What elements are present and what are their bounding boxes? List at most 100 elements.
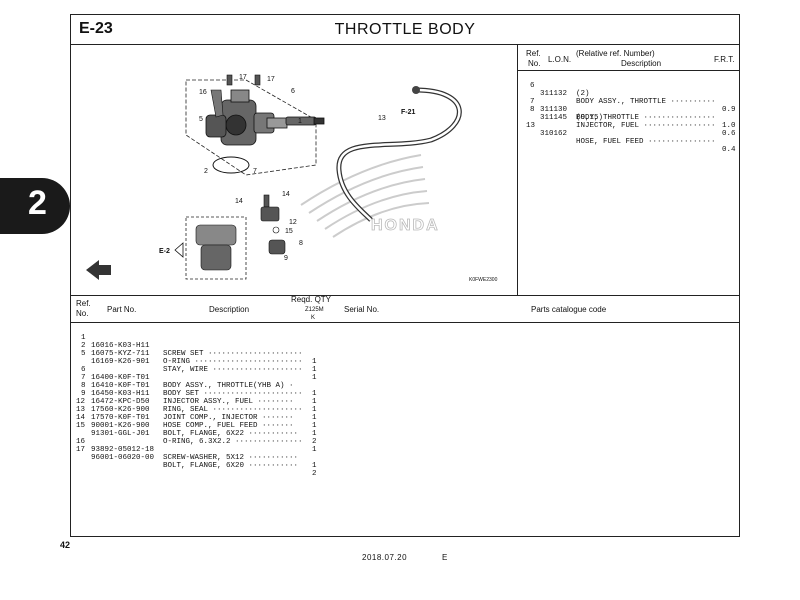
part-qty: 1 <box>312 422 317 430</box>
parts-header-description: Description <box>209 305 250 314</box>
callout-2: 2 <box>204 168 208 175</box>
ref-row-lon: 311145 <box>540 114 568 122</box>
ref-header-frt: F.R.T. <box>714 55 735 64</box>
stay-part <box>210 89 224 118</box>
part-ref: 9 <box>81 390 86 398</box>
table-row: 2 16075-KYZ-711 O-RING ·················… <box>71 334 739 382</box>
part-number: 16450-K03-H11 <box>91 390 150 398</box>
callout-16: 16 <box>199 89 207 96</box>
ref-row-ref: 6 <box>530 82 535 90</box>
part-qty: 1 <box>312 398 317 406</box>
callout-e2: E-2 <box>159 248 170 255</box>
part-qty: 2 <box>312 470 317 478</box>
part-qty: 1 <box>312 358 317 366</box>
parts-header-serial: Serial No. <box>344 305 380 314</box>
part-description: SCREW-WASHER, 5X12 ··········· <box>163 454 299 462</box>
callout-12: 12 <box>289 219 297 226</box>
part-number: 16016-K03-H11 <box>91 342 150 350</box>
footer-date: 2018.07.20 <box>362 553 408 562</box>
part-ref: 13 <box>76 406 86 414</box>
parts-header-model-sub: K <box>311 315 316 321</box>
part-qty: 1 <box>312 390 317 398</box>
part-ref: 5 <box>81 350 86 358</box>
part-qty: 1 <box>312 430 317 438</box>
part-number: 91301-GGL-J01 <box>91 430 150 438</box>
parts-table-header: Ref. No. Part No. Description Reqd. QTY … <box>71 295 739 323</box>
ref-row-lon: 310162 <box>540 130 568 138</box>
table-row: 5 16169-K26-901 STAY, WIRE ·············… <box>71 342 739 390</box>
fuel-hose-part <box>336 87 462 222</box>
callout-1: 1 <box>298 118 302 125</box>
callout-15: 15 <box>285 228 293 235</box>
callout-13: 13 <box>378 115 386 122</box>
ref-header-lon: L.O.N. <box>548 55 572 64</box>
part-ref: 8 <box>81 382 86 390</box>
ref-row-desc: BODY ASSY., THROTTLE ·········· <box>576 98 716 106</box>
ref-header-no: No. <box>528 59 541 68</box>
part-description: HOSE COMP., FUEL FEED ······· <box>163 422 294 430</box>
ref-row-desc: INJECTOR, FUEL ················ <box>576 122 716 130</box>
section-tab: 2 <box>0 178 70 234</box>
part-qty: 1 <box>312 462 317 470</box>
diagram-svg: HONDA <box>86 74 498 283</box>
parts-header-reqd-qty: Reqd. QTY <box>291 295 332 304</box>
intake-part <box>195 224 237 271</box>
part-number: 96001-06020-00 <box>91 454 155 462</box>
part-description: STAY, WIRE ···················· <box>163 366 303 374</box>
callout-5: 5 <box>199 116 203 123</box>
parts-header-catalogue: Parts catalogue code <box>531 305 607 314</box>
callout-14b: 14 <box>282 191 290 198</box>
table-row: 16 93892-05012-18 SCREW-WASHER, 5X12 ···… <box>71 430 739 478</box>
callout-6: 6 <box>291 88 295 95</box>
part-description: BODY ASSY., THROTTLE(YHB A) · <box>163 382 294 390</box>
callout-17b: 17 <box>267 76 275 83</box>
part-ref: 14 <box>76 414 86 422</box>
ref-row-ref: 8 <box>530 106 535 114</box>
page-header: E-23 THROTTLE BODY <box>71 15 739 45</box>
page-frame: E-23 THROTTLE BODY HONDA <box>70 14 740 537</box>
labor-reference-table: Ref. No. L.O.N. (Relative ref. Number) D… <box>518 45 739 295</box>
assembly-outline <box>185 79 317 176</box>
footer-edition: E <box>442 553 448 562</box>
parts-header-ref: Ref. <box>76 299 91 308</box>
ref-row-desc: (9,15) <box>576 114 604 122</box>
part-number: 16169-K26-901 <box>91 358 150 366</box>
callout-17a: 17 <box>239 74 247 81</box>
ref-row-lon: 311132 <box>540 90 568 98</box>
ref-row-desc: HOSE, FUEL FEED ··············· <box>576 138 716 146</box>
table-row: 9 16472-KPC-D50 RING, SEAL ·············… <box>71 382 739 430</box>
table-row: 14 90001-K26-900 BOLT, FLANGE, 6X22 ····… <box>71 406 739 454</box>
ref-row-frt: 1.0 <box>722 122 736 130</box>
injector-joint-part <box>260 206 286 255</box>
ref-row-ref: 13 <box>526 122 536 130</box>
front-arrow-icon <box>86 260 111 280</box>
part-qty: 1 <box>312 414 317 422</box>
ref-row: 7 311130 BODY, THROTTLE ················… <box>518 90 739 138</box>
part-description: BODY SET ······················ <box>163 390 303 398</box>
part-number: 16410-K0F-T01 <box>91 382 150 390</box>
part-ref: 6 <box>81 366 86 374</box>
honda-watermark: HONDA <box>371 217 440 234</box>
ref-row: 6 (2) <box>518 74 739 106</box>
part-description: INJECTOR ASSY., FUEL ········ <box>163 398 294 406</box>
ref-row: 13 310162 HOSE, FUEL FEED ··············… <box>518 114 739 162</box>
callout-8: 8 <box>299 240 303 247</box>
page-number: 42 <box>60 540 71 550</box>
part-ref: 15 <box>76 422 86 430</box>
part-description: BOLT, FLANGE, 6X20 ··········· <box>163 462 299 470</box>
part-description: JOINT COMP., INJECTOR ······· <box>163 414 294 422</box>
o-ring-part <box>212 156 250 174</box>
part-number: 93892-05012-18 <box>91 446 155 454</box>
ref-row-ref: 7 <box>530 98 535 106</box>
part-qty: 2 <box>312 438 317 446</box>
part-number: 16400-K0F-T01 <box>91 374 150 382</box>
part-qty: 1 <box>312 446 317 454</box>
part-ref: 7 <box>81 374 86 382</box>
injector-part <box>285 116 325 126</box>
ref-row-frt: 0.9 <box>722 106 736 114</box>
part-qty: 1 <box>312 406 317 414</box>
ref-header-description: Description <box>621 59 662 68</box>
callout-f21: F-21 <box>401 109 416 116</box>
part-ref: 2 <box>81 342 86 350</box>
parts-header-model: Z125M <box>305 307 324 313</box>
